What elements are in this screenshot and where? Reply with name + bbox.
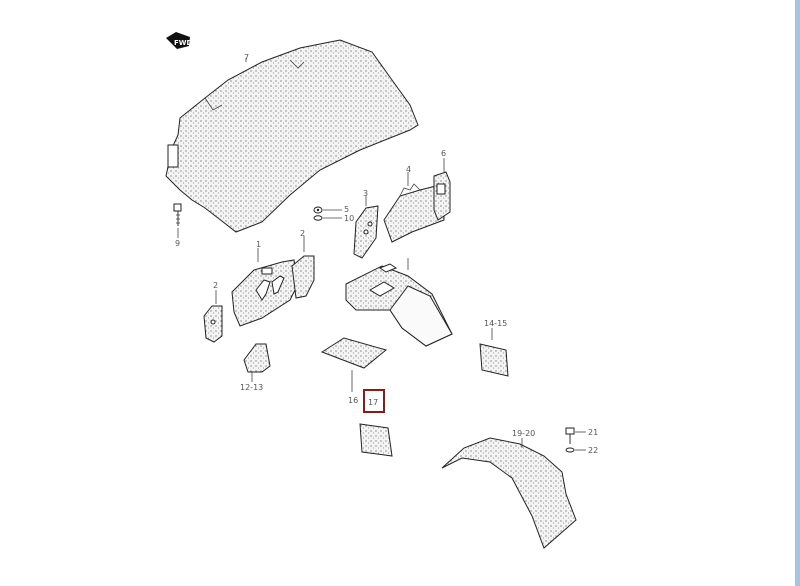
part-9-clip — [173, 203, 182, 238]
part-19-20-rear-cover — [441, 437, 577, 549]
callout-17[interactable]: 17 — [368, 398, 378, 407]
part-22-washer — [565, 447, 586, 453]
callout-4: 4 — [406, 165, 411, 174]
callout-12-13: 12-13 — [240, 383, 263, 392]
right-border — [795, 0, 800, 586]
part-2-bracket-lower — [203, 290, 223, 343]
callout-2-upper: 2 — [300, 229, 305, 238]
part-10-washer — [313, 215, 342, 221]
part-2-side-pad-upper — [291, 236, 315, 299]
callout-5: 5 — [344, 205, 349, 214]
part-6-end-cap — [433, 158, 451, 221]
tunnel-cover — [345, 258, 453, 347]
callout-21: 21 — [588, 428, 598, 437]
callout-6: 6 — [441, 149, 446, 158]
part-3-bracket — [353, 196, 379, 259]
part-21-bolt — [565, 427, 586, 444]
part-5-grommet — [313, 206, 342, 214]
callout-1: 1 — [256, 240, 261, 249]
part-1-console-panel — [231, 248, 299, 327]
part-16-mat — [320, 337, 388, 392]
callout-16: 16 — [348, 396, 358, 405]
part-14-15-pad — [479, 328, 509, 377]
callout-22: 22 — [588, 446, 598, 455]
callout-7: 7 — [244, 53, 249, 62]
selection-highlight[interactable] — [363, 389, 385, 413]
callout-14-15: 14-15 — [484, 319, 507, 328]
part-12-13-bracket — [243, 343, 271, 382]
part-7-large-panel — [165, 39, 419, 233]
callout-9: 9 — [175, 239, 180, 248]
forward-label: FWD — [174, 39, 193, 47]
callout-10: 10 — [344, 214, 354, 223]
callout-2-lower: 2 — [213, 281, 218, 290]
callout-3: 3 — [363, 189, 368, 198]
forward-arrow-icon: FWD — [166, 32, 193, 49]
callout-19-20: 19-20 — [512, 429, 535, 438]
part-17-pad — [359, 423, 393, 457]
